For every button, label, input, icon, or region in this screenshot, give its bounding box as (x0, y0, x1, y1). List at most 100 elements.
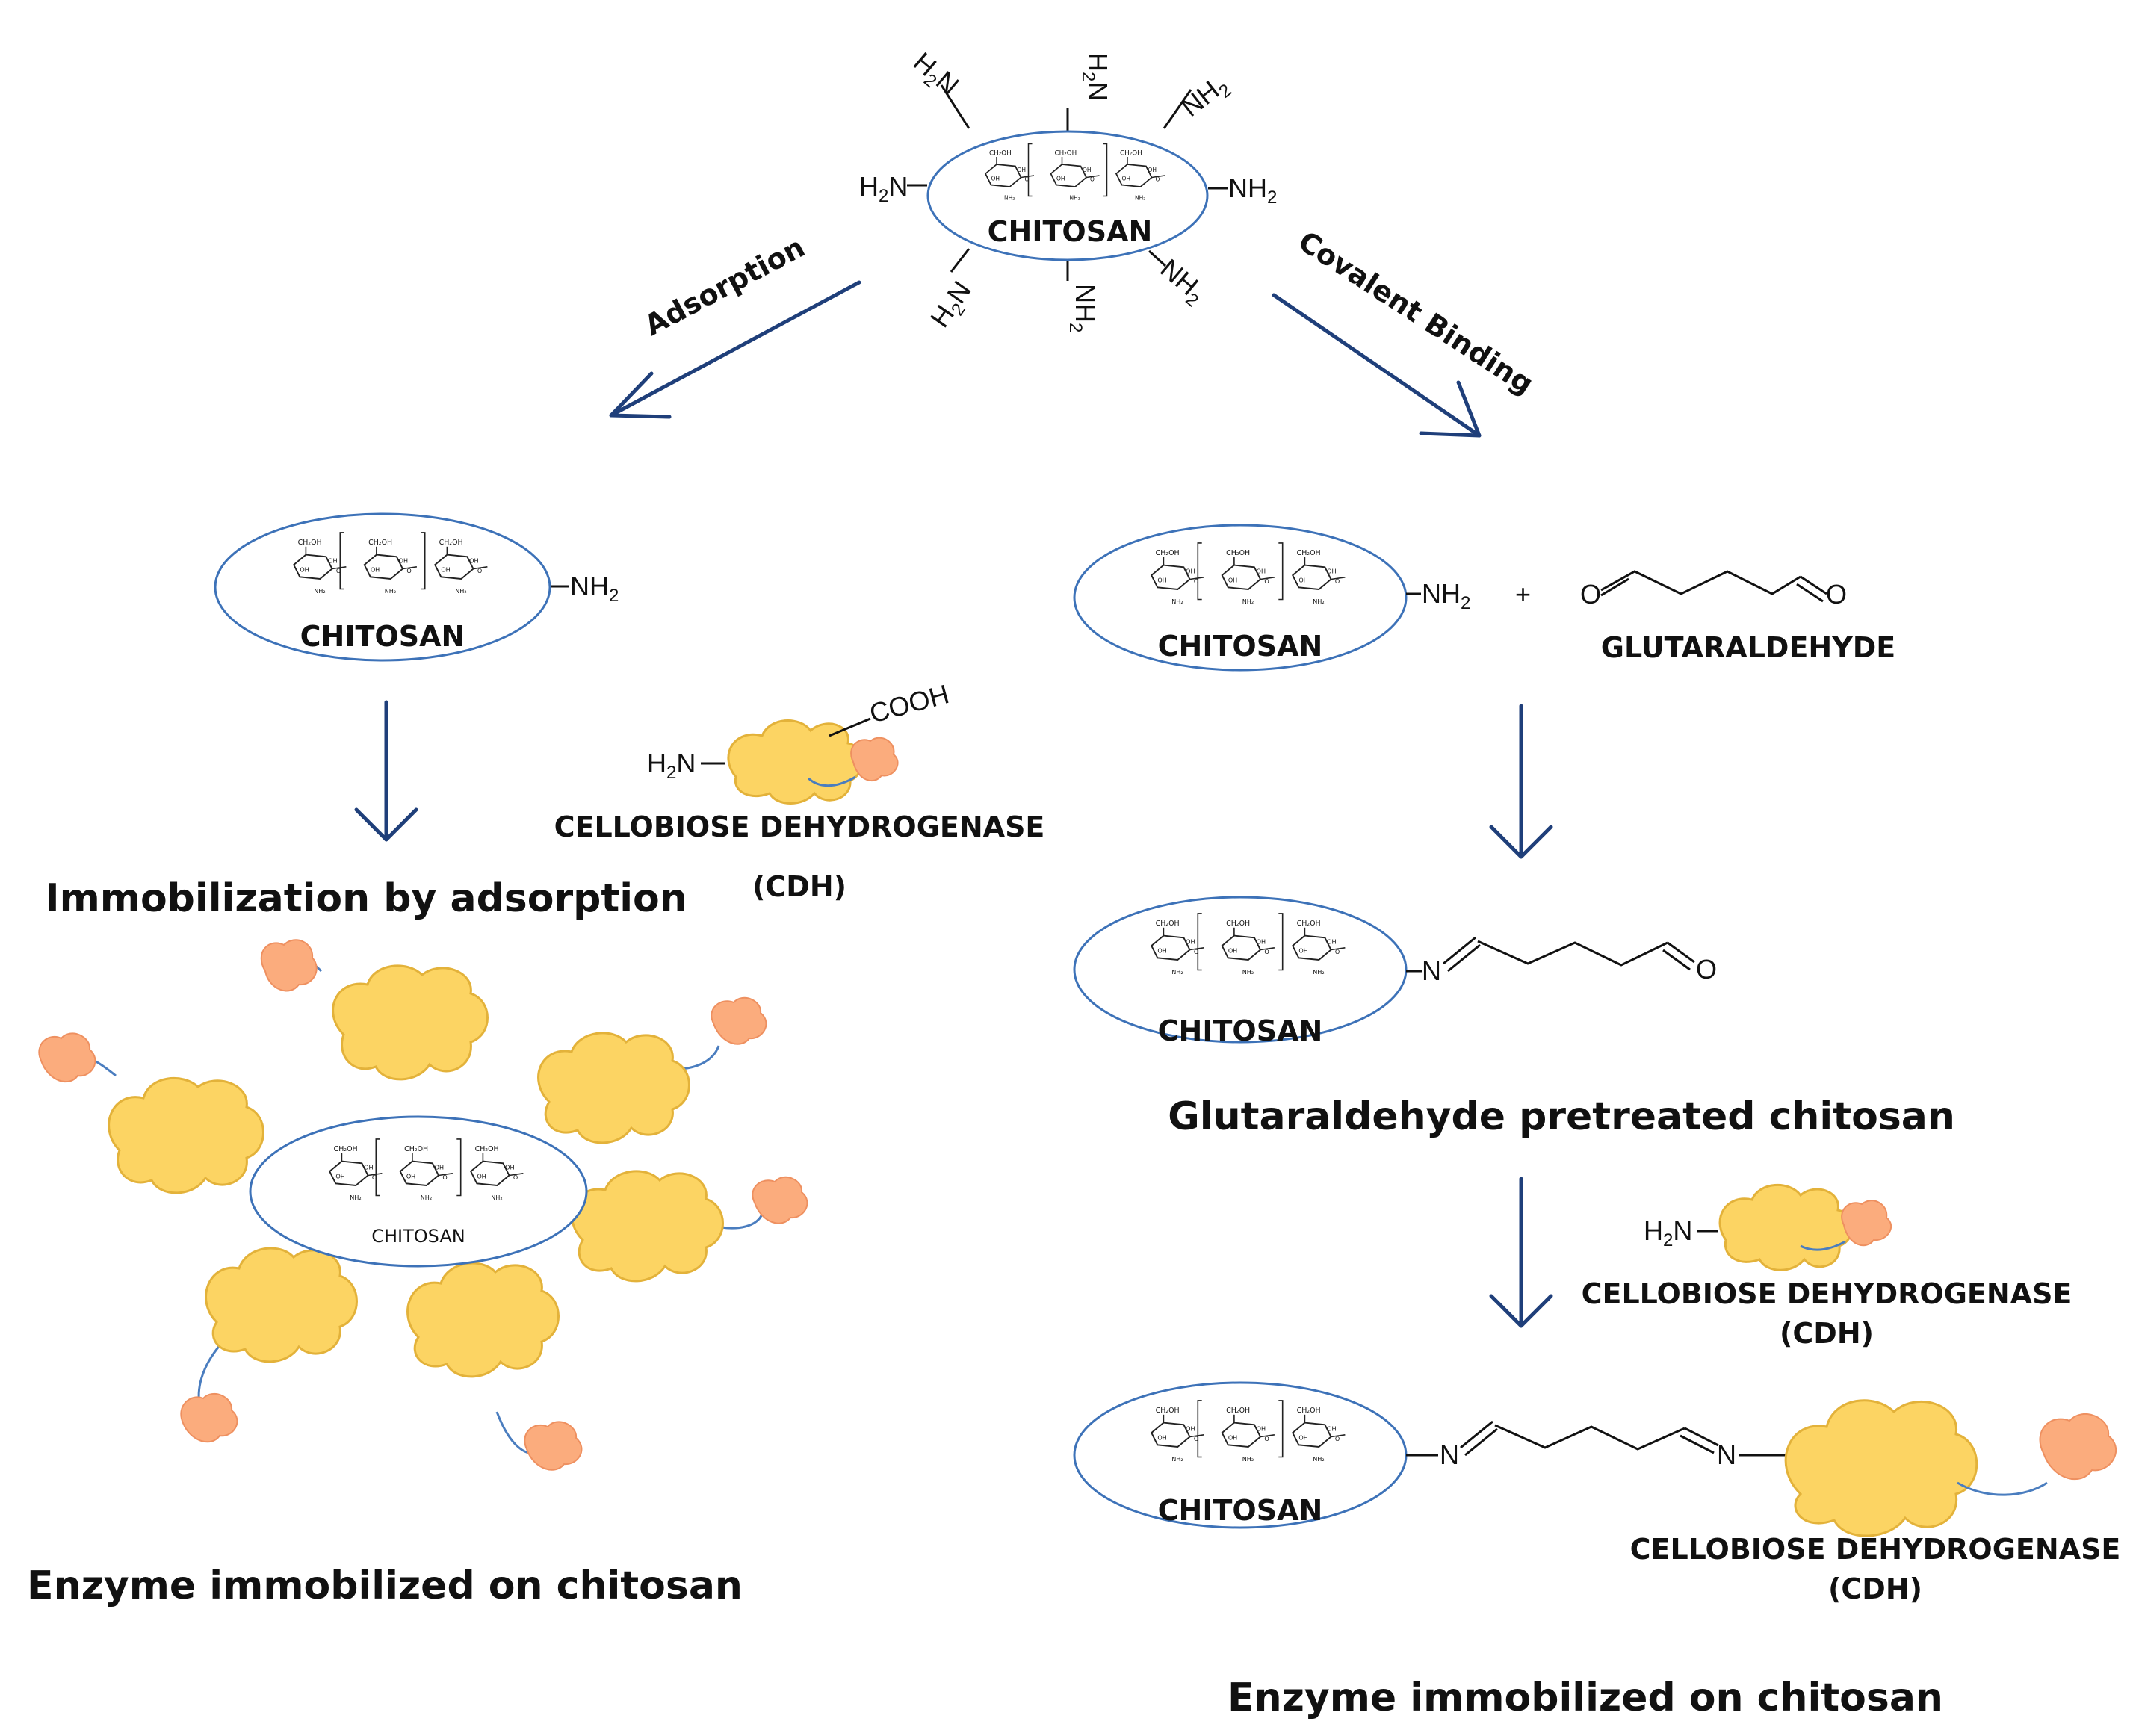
svg-text:OH: OH (364, 1163, 373, 1171)
svg-text:NH2: NH2 (1422, 578, 1470, 613)
free-enzyme-cdh-right: H2N CELLOBIOSE DEHYDROGENASE (CDH) (1582, 1184, 2072, 1350)
svg-text:OH: OH (1157, 1434, 1166, 1442)
svg-text:OH: OH (1327, 567, 1336, 574)
svg-text:OH: OH (1186, 1425, 1195, 1432)
svg-text:O: O (1194, 1435, 1198, 1442)
svg-text:CH₂OH: CH₂OH (1156, 920, 1180, 928)
svg-text:NH₂: NH₂ (1313, 1455, 1324, 1463)
svg-text:O: O (1025, 176, 1030, 183)
svg-text:NH₂: NH₂ (1313, 968, 1324, 976)
svg-text:OH: OH (1298, 947, 1307, 955)
svg-text:NH₂: NH₂ (1004, 195, 1015, 202)
svg-text:OH: OH (1228, 577, 1237, 584)
svg-text:CH₂OH: CH₂OH (1156, 1407, 1180, 1415)
svg-text:OH: OH (328, 557, 337, 564)
nh2-group-top-right: NH2 (1175, 68, 1235, 125)
svg-text:OH: OH (435, 1163, 444, 1171)
svg-text:GLUTARALDEHYDE: GLUTARALDEHYDE (1601, 631, 1896, 664)
right-chitosan-step2: CH₂OHOHOHNH₂OCH₂OHOHOHNH₂OCH₂OHOHOHNH₂O … (1073, 896, 1717, 1047)
nh2-group: NH2 (570, 571, 619, 606)
svg-text:OH: OH (1327, 1425, 1336, 1432)
right-down-arrow-1 (1489, 704, 1553, 859)
svg-text:O: O (1264, 1435, 1269, 1442)
svg-text:O: O (1335, 577, 1340, 585)
svg-text:O: O (336, 567, 341, 574)
glutaraldehyde-molecule: O O GLUTARALDEHYDE (1580, 570, 1896, 664)
svg-text:OH: OH (1157, 577, 1166, 584)
svg-text:OH: OH (1186, 567, 1195, 574)
svg-text:CHITOSAN: CHITOSAN (300, 620, 465, 653)
svg-text:O: O (406, 567, 411, 574)
svg-text:O: O (1194, 948, 1198, 955)
svg-text:(CDH): (CDH) (1780, 1317, 1874, 1350)
svg-text:OH: OH (1228, 947, 1237, 955)
chitosan-ellipse (926, 130, 1209, 261)
svg-text:CH₂OH: CH₂OH (1297, 549, 1321, 557)
svg-text:H2N: H2N (1644, 1215, 1692, 1250)
svg-text:OH: OH (1228, 1434, 1237, 1442)
svg-text:N: N (1440, 1439, 1459, 1470)
svg-text:CH₂OH: CH₂OH (1297, 920, 1321, 928)
svg-text:NH₂: NH₂ (1242, 968, 1254, 976)
svg-text:OH: OH (1186, 937, 1195, 945)
plus-sign: + (1515, 579, 1531, 610)
svg-text:NH₂: NH₂ (385, 587, 396, 595)
svg-text:OH: OH (469, 557, 478, 564)
svg-text:OH: OH (300, 566, 309, 574)
top-chitosan: CH₂OHOHOHNH₂OCH₂OHOHOHNH₂OCH₂OHOHOHNH₂O … (859, 46, 1277, 333)
svg-text:OH: OH (477, 1173, 486, 1180)
svg-text:OH: OH (406, 1173, 415, 1180)
svg-text:NH₂: NH₂ (1313, 598, 1324, 605)
svg-text:N: N (1422, 955, 1441, 986)
svg-text:OH: OH (1018, 167, 1027, 173)
covalent-arrow (1272, 293, 1482, 438)
right-chitosan-step3: CH₂OHOHOHNH₂OCH₂OHOHOHNH₂OCH₂OHOHOHNH₂O … (1073, 1381, 2120, 1605)
h2n-group-top: H2N (1078, 52, 1113, 101)
left-chitosan: CH₂OHOHOHNH₂OCH₂OHOHOHNH₂OCH₂OHOHOHNH₂O … (214, 512, 619, 662)
svg-text:COOH: COOH (866, 678, 952, 729)
svg-text:CH₂OH: CH₂OH (1226, 920, 1250, 928)
svg-text:CELLOBIOSE DEHYDROGENASE: CELLOBIOSE DEHYDROGENASE (1582, 1277, 2072, 1310)
svg-text:OH: OH (441, 566, 450, 574)
svg-text:OH: OH (1083, 167, 1092, 173)
right-enzyme-immobilized-caption: Enzyme immobilized on chitosan (1228, 1675, 1943, 1720)
svg-text:OH: OH (1257, 937, 1266, 945)
svg-text:O: O (513, 1174, 518, 1181)
adsorption-label: Adsorption (640, 230, 811, 341)
h2n-group-top-left: H2N (905, 46, 965, 105)
left-enzyme-immobilized-caption: Enzyme immobilized on chitosan (27, 1563, 743, 1608)
svg-text:OH: OH (371, 566, 380, 574)
svg-text:CHITOSAN: CHITOSAN (371, 1226, 465, 1247)
svg-text:O: O (1194, 577, 1198, 585)
svg-text:(CDH): (CDH) (1828, 1572, 1922, 1605)
svg-text:N: N (1717, 1439, 1736, 1470)
adsorption-arrow (609, 280, 861, 419)
svg-text:OH: OH (1298, 577, 1307, 584)
svg-text:O: O (372, 1174, 377, 1181)
svg-text:CH₂OH: CH₂OH (1120, 150, 1142, 158)
svg-text:NH₂: NH₂ (314, 587, 325, 595)
svg-text:NH₂: NH₂ (491, 1194, 502, 1201)
svg-text:CELLOBIOSE DEHYDROGENASE: CELLOBIOSE DEHYDROGENASE (554, 810, 1045, 843)
immobilization-by-adsorption-caption: Immobilization by adsorption (45, 876, 687, 921)
svg-text:O: O (442, 1174, 447, 1181)
svg-text:OH: OH (1257, 567, 1266, 574)
svg-text:OH: OH (991, 175, 1000, 182)
svg-text:O: O (1264, 948, 1269, 955)
svg-text:CH₂OH: CH₂OH (334, 1145, 358, 1153)
svg-text:NH₂: NH₂ (1070, 195, 1080, 202)
glutaraldehyde-pretreated-caption: Glutaraldehyde pretreated chitosan (1168, 1094, 1955, 1139)
svg-text:NH₂: NH₂ (1242, 1455, 1254, 1463)
svg-text:O: O (1156, 176, 1160, 183)
svg-text:O: O (1264, 577, 1269, 585)
svg-text:OH: OH (399, 557, 408, 564)
svg-text:CH₂OH: CH₂OH (989, 150, 1012, 158)
nh2-group-bottom: NH2 (1065, 284, 1100, 332)
svg-text:OH: OH (1327, 937, 1336, 945)
svg-text:NH₂: NH₂ (1171, 1455, 1183, 1463)
svg-text:OH: OH (505, 1163, 514, 1171)
